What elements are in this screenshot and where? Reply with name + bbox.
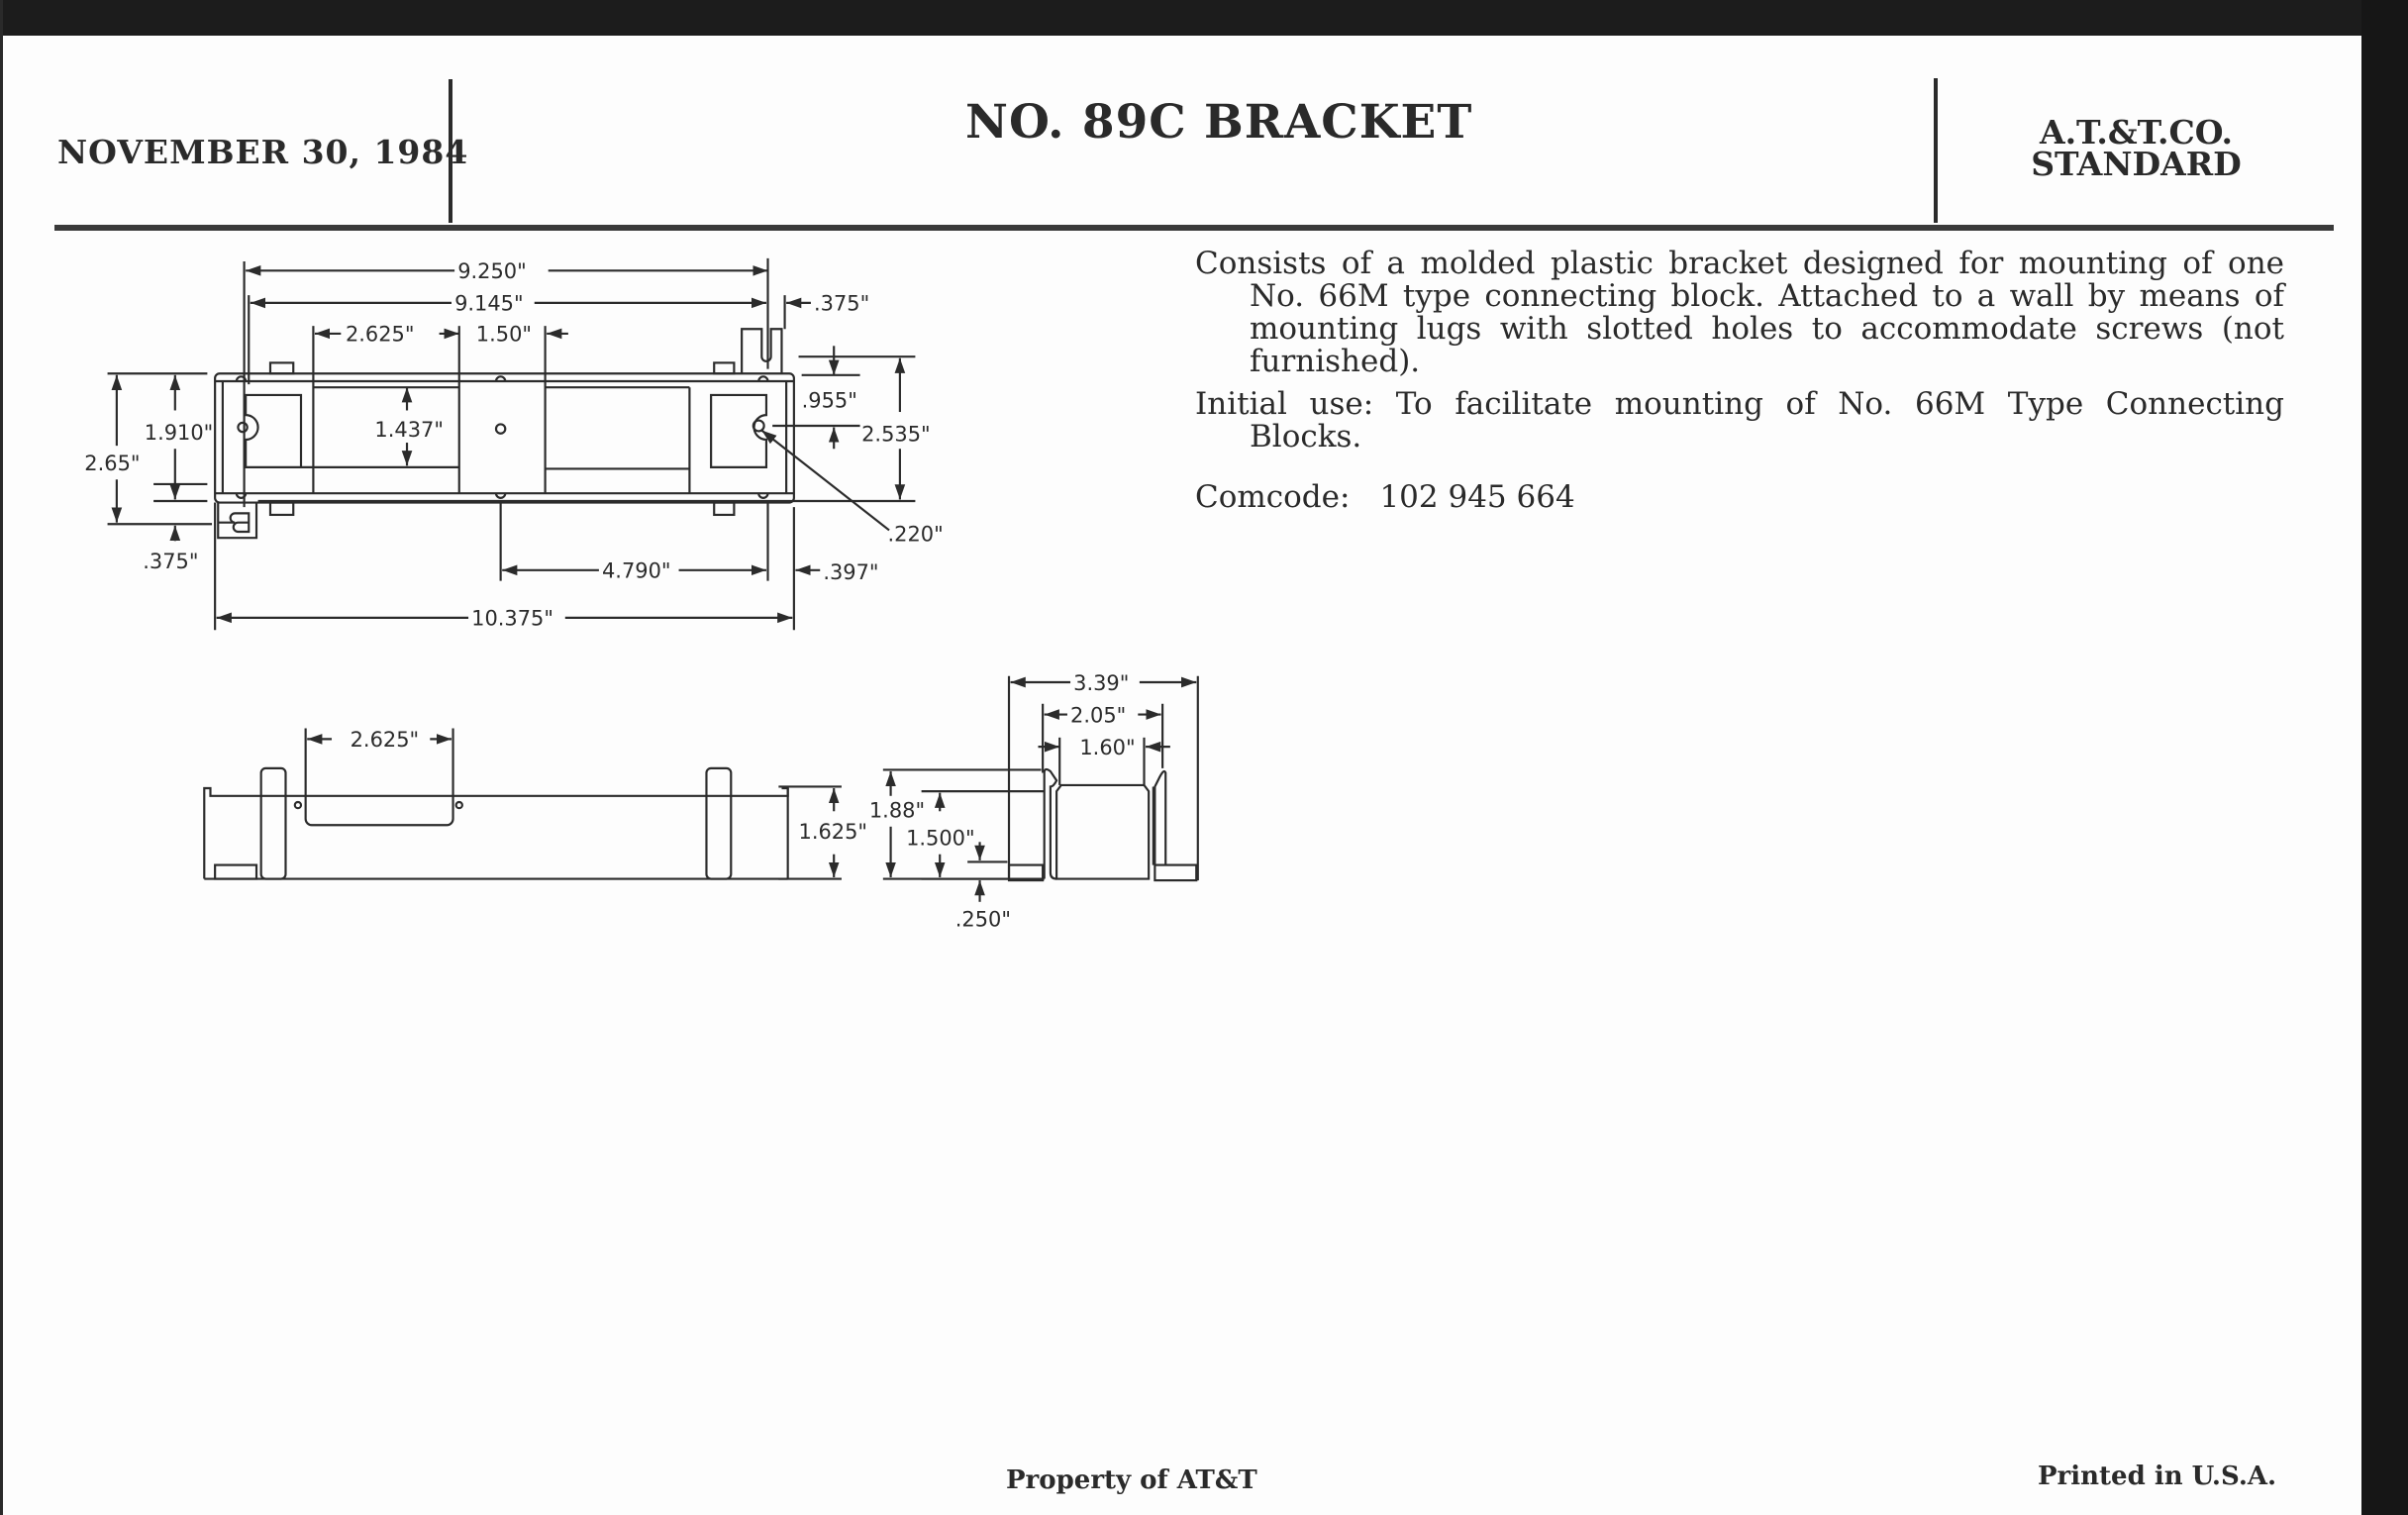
- comcode: Comcode: 102 945 664: [1195, 481, 2284, 514]
- scan-left-edge: [0, 0, 3, 1515]
- dim-label: 1.60": [1079, 736, 1135, 759]
- dim-label: .955": [802, 388, 857, 412]
- dim-label: 4.790": [602, 559, 671, 583]
- end-left-rail: [1043, 767, 1058, 880]
- side-left-lug: [259, 766, 287, 880]
- comcode-value: 102 945 664: [1379, 479, 1575, 515]
- header-divider-right: [1934, 78, 1938, 223]
- dim-label: 1.88": [869, 798, 925, 822]
- description: Consists of a molded plastic bracket des…: [1195, 248, 2284, 514]
- end-right-rail: [1154, 769, 1167, 865]
- page-title: NO. 89C BRACKET: [965, 95, 1473, 150]
- dim-label: 1.437": [374, 418, 444, 442]
- org-standard: STANDARD: [2031, 145, 2242, 183]
- dim-label: 2.625": [351, 728, 420, 752]
- dim-label: .397": [823, 560, 878, 584]
- top-view: [107, 257, 916, 631]
- dim-label: 1.625": [799, 820, 868, 844]
- side-window: [304, 795, 454, 827]
- dim-label: 2.05": [1070, 703, 1126, 727]
- header-rule: [54, 225, 2334, 231]
- dim-label: 10.375": [471, 607, 553, 631]
- dim-label: .220": [887, 522, 943, 546]
- side-right-lug: [705, 766, 733, 880]
- header-divider-left: [449, 79, 452, 223]
- scan-right-edge: [2361, 0, 2408, 1515]
- org-name: A.T.&T.CO.: [2039, 113, 2234, 152]
- document-sheet: [3, 36, 2361, 1515]
- description-paragraph: Consists of a molded plastic bracket des…: [1195, 246, 2284, 379]
- mounting-hole: [752, 419, 765, 433]
- initial-use-paragraph: Initial use: To facilitate mounting of N…: [1195, 386, 2284, 454]
- dim-label: .375": [814, 292, 869, 316]
- dim-label: 1.500": [906, 826, 975, 850]
- property-notice: Property of AT&T: [1006, 1465, 1257, 1495]
- dim-label: 1.910": [145, 421, 214, 445]
- dim-label: 2.65": [84, 452, 140, 475]
- side-view: [203, 728, 842, 880]
- left-window: [245, 393, 303, 468]
- standard-label: A.T.&T.CO. STANDARD: [2020, 113, 2253, 183]
- bottom-mounting-lug: [217, 502, 258, 540]
- dim-label: 1.50": [476, 323, 532, 347]
- dim-label: 9.250": [457, 259, 527, 283]
- top-view-body: [214, 372, 795, 504]
- dim-label: 9.145": [454, 292, 524, 316]
- dim-label: .375": [143, 550, 198, 573]
- dim-label: 2.625": [346, 323, 415, 347]
- dim-label: 3.39": [1073, 671, 1129, 695]
- printed-in-notice: Printed in U.S.A.: [2038, 1462, 2277, 1491]
- top-mounting-lug: [741, 328, 783, 374]
- end-channel: [1055, 783, 1151, 880]
- document-date: NOVEMBER 30, 1984: [57, 133, 469, 171]
- end-view: [882, 675, 1199, 902]
- comcode-label: Comcode:: [1195, 479, 1351, 515]
- dim-label: 2.535": [861, 422, 931, 446]
- dim-label: .250": [955, 908, 1011, 932]
- dimension-labels: 9.250" 9.145" .375" 2.625" 1.50" 1.437" …: [84, 259, 1135, 932]
- side-view-body: [203, 786, 789, 879]
- end-right-foot: [1154, 863, 1198, 882]
